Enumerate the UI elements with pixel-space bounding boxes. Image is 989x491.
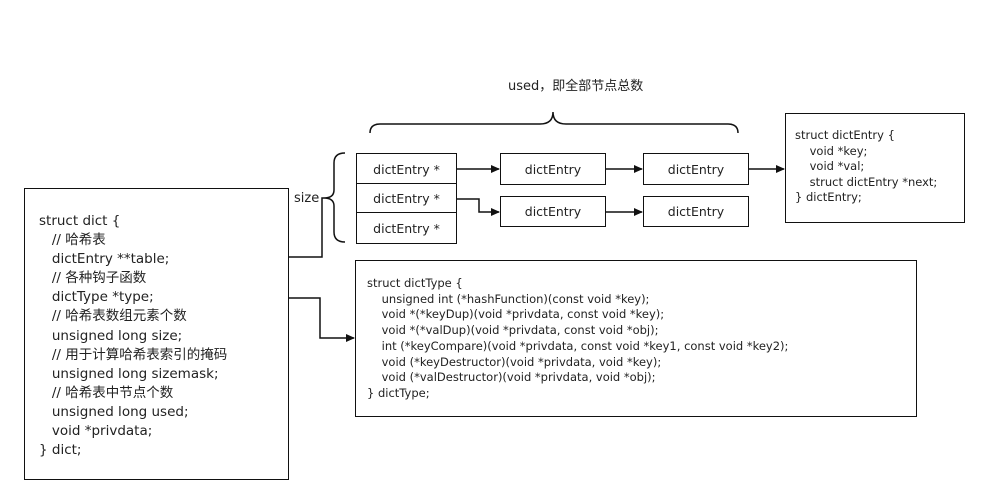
- size-label: size: [294, 191, 320, 206]
- struct-dict-box: struct dict { // 哈希表 dictEntry **table; …: [24, 188, 289, 480]
- chain1-entry-1: dictEntry: [500, 153, 606, 185]
- struct-dict-line: dictType *type;: [39, 289, 154, 306]
- table-pointer-arrow: [288, 197, 324, 258]
- struct-dict-line: // 用于计算哈希表索引的掩码: [39, 346, 228, 363]
- struct-dicttype-code: struct dictType { unsigned int (*hashFun…: [367, 276, 788, 402]
- struct-dicttype-line: void (*keyDestructor)(void *privdata, vo…: [367, 354, 662, 369]
- entry-label: dictEntry: [524, 204, 582, 219]
- struct-dicttype-line: void *(*valDup)(void *privdata, const vo…: [367, 323, 659, 338]
- bucket-cell-0: dictEntry *: [356, 153, 457, 185]
- struct-dict-line: struct dict {: [39, 213, 121, 229]
- struct-dict-line: // 各种钩子函数: [39, 270, 147, 287]
- chain2-entry-2: dictEntry: [643, 196, 749, 227]
- struct-dicttype-line: void (*valDestructor)(void *privdata, vo…: [367, 370, 656, 385]
- struct-dictentry-line: void *key;: [795, 143, 868, 158]
- struct-dictentry-box: struct dictEntry { void *key; void *val;…: [785, 113, 965, 223]
- struct-dict-line: // 哈希表数组元素个数: [39, 308, 187, 325]
- struct-dict-line: unsigned long size;: [39, 327, 183, 344]
- struct-dicttype-line: void *(*keyDup)(void *privdata, const vo…: [367, 307, 665, 322]
- bucket-cell-label: dictEntry *: [373, 191, 440, 206]
- struct-dicttype-line: struct dictType {: [367, 276, 463, 290]
- struct-dictentry-line: struct dictEntry {: [795, 128, 895, 142]
- bucket-cell-1: dictEntry *: [356, 183, 457, 214]
- struct-dict-line: // 哈希表中节点个数: [39, 384, 174, 401]
- entry-label: dictEntry: [524, 161, 582, 177]
- struct-dict-line: void *privdata;: [39, 423, 153, 440]
- entry-label: dictEntry: [667, 161, 725, 177]
- struct-dictentry-line: struct dictEntry *next;: [795, 174, 938, 189]
- struct-dict-line: unsigned long sizemask;: [39, 365, 219, 382]
- struct-dicttype-line: } dictType;: [367, 385, 430, 400]
- chain2-arrow-1: [456, 198, 500, 216]
- chain2-entry-1: dictEntry: [500, 196, 606, 227]
- struct-dict-line: } dict;: [39, 442, 82, 459]
- chain1-entry-2: dictEntry: [643, 153, 749, 185]
- used-brace: [369, 111, 739, 134]
- type-pointer-arrow: [288, 297, 355, 342]
- bucket-cell-label: dictEntry *: [373, 161, 440, 177]
- bucket-cell-label: dictEntry *: [373, 220, 440, 236]
- struct-dict-line: dictEntry **table;: [39, 251, 170, 268]
- bucket-cell-2: dictEntry *: [356, 212, 457, 244]
- struct-dicttype-line: unsigned int (*hashFunction)(const void …: [367, 291, 650, 306]
- used-label: used，即全部节点总数: [508, 79, 644, 94]
- struct-dict-line: unsigned long used;: [39, 403, 189, 420]
- size-brace: [323, 152, 346, 243]
- struct-dictentry-line: } dictEntry;: [795, 190, 862, 205]
- struct-dict-line: // 哈希表: [39, 232, 106, 249]
- struct-dictentry-line: void *val;: [795, 159, 865, 174]
- struct-dictentry-code: struct dictEntry { void *key; void *val;…: [795, 128, 937, 206]
- struct-dicttype-line: int (*keyCompare)(void *privdata, const …: [367, 338, 789, 353]
- entry-label: dictEntry: [667, 204, 725, 219]
- struct-dict-code: struct dict { // 哈希表 dictEntry **table; …: [39, 212, 227, 460]
- struct-dicttype-box: struct dictType { unsigned int (*hashFun…: [355, 260, 917, 417]
